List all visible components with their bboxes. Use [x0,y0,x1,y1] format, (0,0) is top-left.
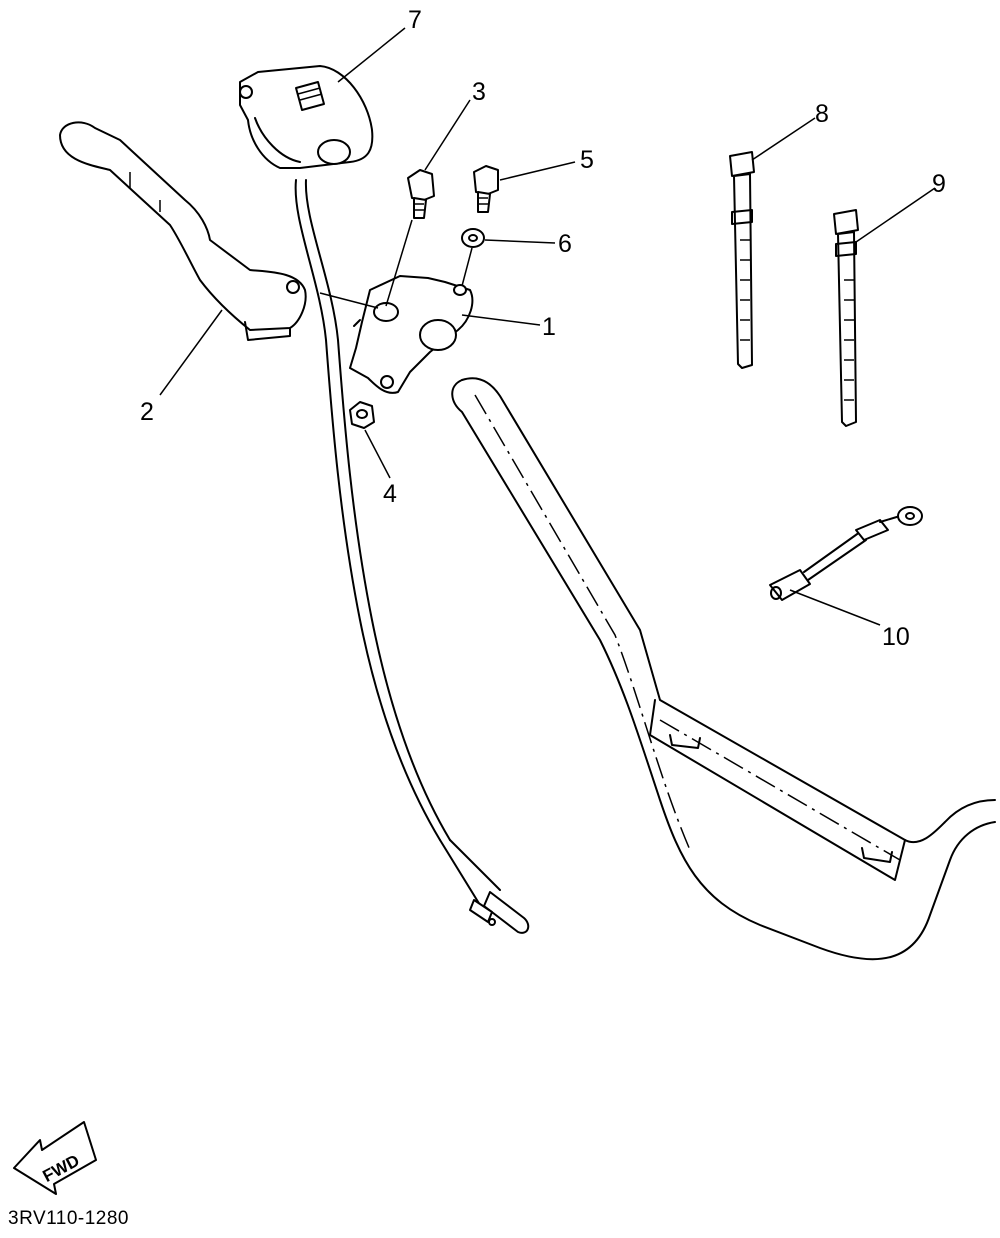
cable-tie-9 [833,209,859,427]
diagram-part-number: 3RV110-1280 [8,1208,130,1229]
callout-4: 4 [383,480,397,508]
washer-6 [461,228,485,248]
callout-7: 7 [408,6,422,34]
callout-9: 9 [932,170,946,198]
handlebar [451,377,996,961]
lever-holder [349,275,474,394]
cable-tie-8 [729,151,755,369]
callout-8: 8 [815,100,829,128]
fwd-direction-arrow: FWD [13,1121,97,1195]
switch-wire [294,179,530,934]
nut-4 [349,401,375,429]
bolt-3 [407,169,435,219]
callout-1: 1 [542,313,556,341]
leader-lines [159,27,936,626]
callout-10: 10 [882,623,910,651]
callout-3: 3 [472,78,486,106]
callout-2: 2 [140,398,154,426]
callout-labels: 1 2 3 4 5 6 7 8 9 10 [140,6,946,651]
handlebar-switch [239,65,374,169]
wire-lead-10 [769,506,923,601]
bolt-5 [473,165,499,213]
clutch-lever [59,121,307,341]
callout-6: 6 [558,230,572,258]
callout-5: 5 [580,146,594,174]
